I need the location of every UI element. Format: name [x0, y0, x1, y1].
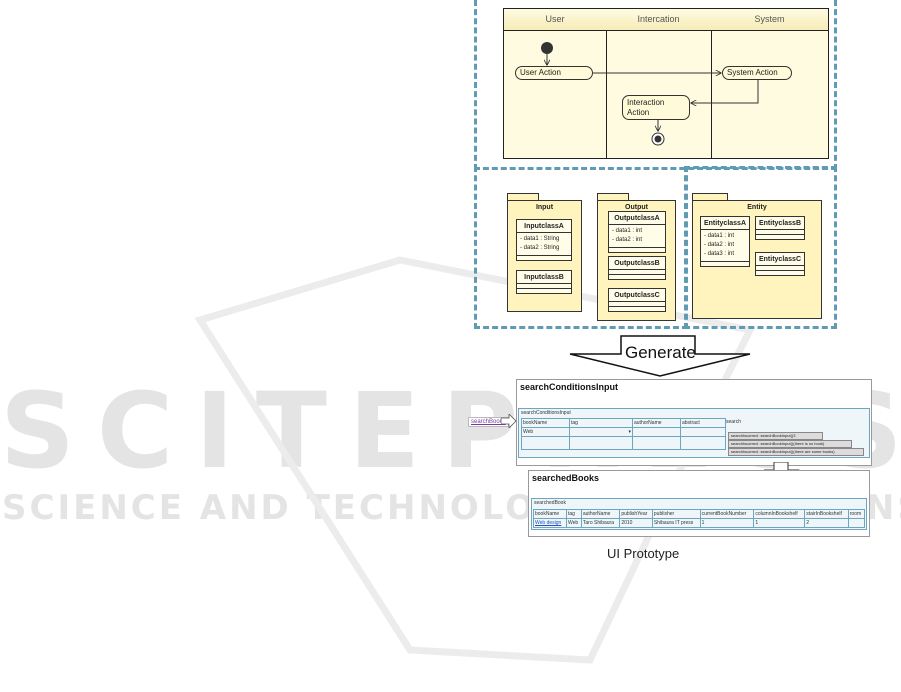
table-cell: 1	[753, 518, 806, 528]
author-name-input[interactable]	[632, 427, 681, 437]
class-inputclass-a: InputclassA - data1 : String - data2 : S…	[516, 219, 572, 261]
class-attributes: - data1 : int - data2 : int	[609, 225, 665, 248]
col-header: publishYear	[619, 509, 653, 519]
table-cell: 2	[804, 518, 849, 528]
package-output-name: Output	[625, 204, 648, 211]
table-cell: 1	[699, 518, 755, 528]
generate-arrow	[569, 335, 751, 377]
col-header: currentBookNumber	[699, 509, 755, 519]
class-outputclass-c: OutputclassC	[608, 288, 666, 312]
search-button-3[interactable]: searchIscorrect :searchBookInput()(there…	[728, 448, 864, 456]
interaction-action-node: Interaction Action	[622, 95, 690, 120]
initial-node	[541, 42, 553, 54]
class-entityclass-c: EntityclassC	[755, 252, 805, 276]
col-header: authorName	[632, 418, 681, 428]
lane-header-interaction: Intercation	[606, 9, 711, 31]
class-name: OutputclassC	[609, 289, 665, 302]
col-header: room	[847, 509, 866, 519]
table-cell: 2010	[619, 518, 653, 528]
dashed-region-entity	[684, 166, 837, 329]
dashed-region-activity	[474, 0, 837, 170]
package-input-name: Input	[535, 204, 554, 211]
class-attributes: - data1 : int - data2 : int - data3 : in…	[701, 230, 749, 262]
lane-user: User	[504, 9, 607, 158]
user-action-label: User Action	[520, 68, 561, 77]
lane-system: System	[711, 9, 828, 158]
package-entity-name: Entity	[747, 204, 767, 211]
table-cell	[847, 518, 866, 528]
class-name: OutputclassA	[609, 212, 665, 225]
search-button-1[interactable]: searchIscorrect :searchBookInput()3	[728, 432, 823, 440]
col-header: tag	[569, 418, 633, 428]
table-row: Web design Web Taro Shibaura 2010 Shibau…	[532, 518, 866, 528]
prototype-title: searchConditionsInput	[520, 382, 619, 392]
system-action-node: System Action	[722, 66, 792, 80]
class-attributes: - data1 : String - data2 : String	[517, 233, 571, 256]
col-header: columnInBookshelf	[753, 509, 806, 519]
lane-header-user: User	[504, 9, 606, 31]
col-header: abstract	[680, 418, 726, 428]
col-header: authorName	[580, 509, 621, 519]
abstract-input[interactable]	[680, 427, 726, 437]
lane-interaction: Intercation	[606, 9, 712, 158]
user-action-node: User Action	[515, 66, 593, 80]
class-outputclass-b: OutputclassB	[608, 256, 666, 280]
book-name-link[interactable]: Web design	[532, 518, 568, 528]
col-header: publisher	[651, 509, 701, 519]
col-header: tag	[566, 509, 582, 519]
ui-prototype-caption: UI Prototype	[607, 546, 680, 561]
class-entityclass-b: EntityclassB	[755, 216, 805, 240]
class-name: InputclassA	[517, 220, 571, 233]
col-header: bookName	[532, 509, 568, 519]
book-name-input[interactable]: Web	[521, 427, 570, 437]
class-name: EntityclassC	[756, 253, 804, 266]
activity-flow	[541, 42, 759, 146]
lane-header-system: System	[711, 9, 828, 31]
interaction-action-label-1: Interaction	[627, 98, 665, 107]
table-cell: Shibaura IT press	[651, 518, 701, 528]
col-header: bookName	[521, 418, 570, 428]
col-header-search: search	[726, 419, 742, 425]
activity-swimlanes: User Intercation System	[503, 8, 829, 159]
col-header: stairInBookshelf	[804, 509, 849, 519]
prototype-title: searchedBooks	[532, 473, 600, 483]
link-arrow	[501, 414, 517, 428]
system-action-label: System Action	[727, 68, 778, 77]
class-name: EntityclassB	[756, 217, 804, 230]
class-inputclass-b: InputclassB	[516, 270, 572, 294]
class-entityclass-a: EntityclassA - data1 : int - data2 : int…	[700, 216, 750, 267]
class-name: InputclassB	[517, 271, 571, 284]
generate-label: Generate	[625, 343, 696, 362]
class-name: EntityclassA	[701, 217, 749, 230]
search-table: bookName tag authorName abstract Web ▾	[521, 418, 726, 450]
frame-label: searchedBook	[534, 500, 566, 506]
class-name: OutputclassB	[609, 257, 665, 270]
class-outputclass-a: OutputclassA - data1 : int - data2 : int	[608, 211, 666, 253]
results-table: bookName tag authorName publishYear publ…	[532, 509, 866, 528]
table-cell: Web	[566, 518, 582, 528]
search-button-2[interactable]: searchIscorrect :searchBookInput()(there…	[728, 440, 852, 448]
frame-label: searchConditionsInput	[521, 410, 571, 416]
table-cell: Taro Shibaura	[580, 518, 621, 528]
interaction-action-label-2: Action	[627, 108, 650, 117]
tag-select[interactable]: ▾	[569, 427, 633, 437]
